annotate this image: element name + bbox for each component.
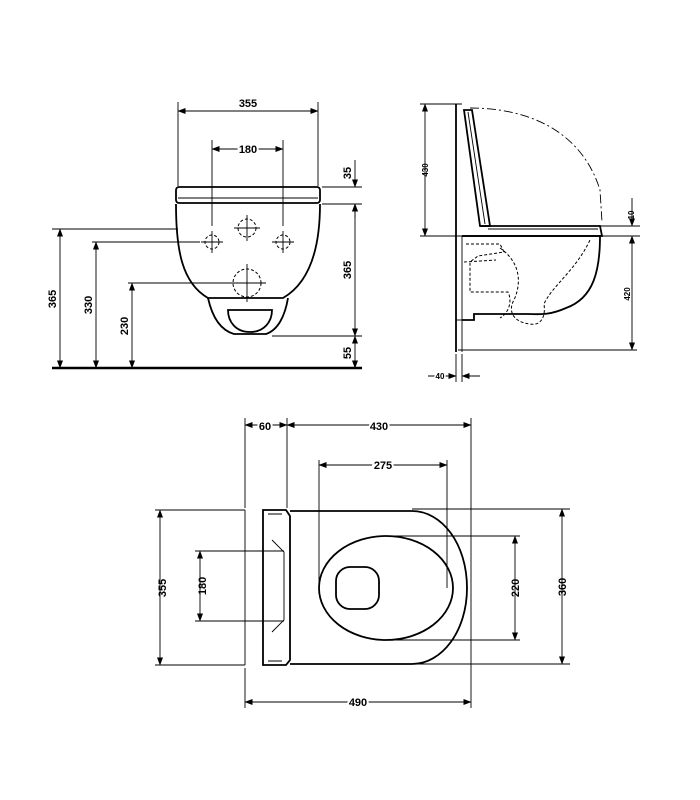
mounting-hole (234, 215, 260, 241)
dim-front-upper-hole-height: 330 (83, 296, 95, 314)
seat-profile (462, 225, 604, 237)
seat-outer (290, 510, 468, 665)
lid-swing-arc (469, 107, 603, 223)
dim-top-total-width: 360 (557, 578, 569, 596)
bowl-spout (207, 297, 289, 335)
dim-front-width: 355 (239, 98, 257, 110)
dim-front-bowl-height: 365 (342, 261, 354, 279)
bowl-well (335, 566, 380, 610)
bowl-outlet (227, 309, 273, 333)
dim-side-lid-height: 430 (421, 163, 430, 177)
dim-front-seat-thickness: 35 (342, 167, 354, 179)
raised-lid (462, 109, 492, 227)
mounting-hole (272, 231, 294, 253)
dim-top-total-length: 490 (349, 697, 367, 709)
dim-front-outlet-height: 230 (119, 317, 131, 335)
dim-side-rim-height: 420 (623, 287, 632, 301)
outlet-hole (228, 264, 266, 302)
dim-top-bowl-depth: 430 (370, 421, 388, 433)
dim-top-opening-length: 275 (374, 460, 392, 472)
dim-top-hinge-depth: 60 (259, 421, 271, 433)
dim-top-wall-width: 355 (157, 579, 169, 597)
dim-side-seat-offset: 10 (627, 210, 636, 219)
top-view: 60 430 275 490 355 180 220 360 (155, 418, 570, 711)
dim-top-opening-width: 220 (510, 579, 522, 597)
bowl-body (175, 203, 321, 299)
bowl-side-outer (462, 235, 601, 321)
mounting-hole (201, 231, 223, 253)
dim-front-floor-gap: 55 (342, 347, 354, 359)
side-view: 430 10 420 40 (420, 103, 640, 383)
hinge-plate (262, 509, 291, 666)
dim-top-hole-spacing: 180 (197, 577, 209, 595)
seat-band (175, 186, 321, 204)
hinge-detail (268, 513, 285, 662)
bowl-inner-hidden (463, 239, 591, 325)
front-view: 355 180 35 365 55 365 330 230 (47, 98, 362, 370)
trap-hidden (466, 243, 511, 319)
dim-front-hole-spacing: 180 (239, 144, 257, 156)
dim-front-seat-height: 365 (47, 290, 59, 308)
dim-side-wall-offset: 40 (436, 372, 445, 381)
seat-opening (318, 535, 454, 641)
